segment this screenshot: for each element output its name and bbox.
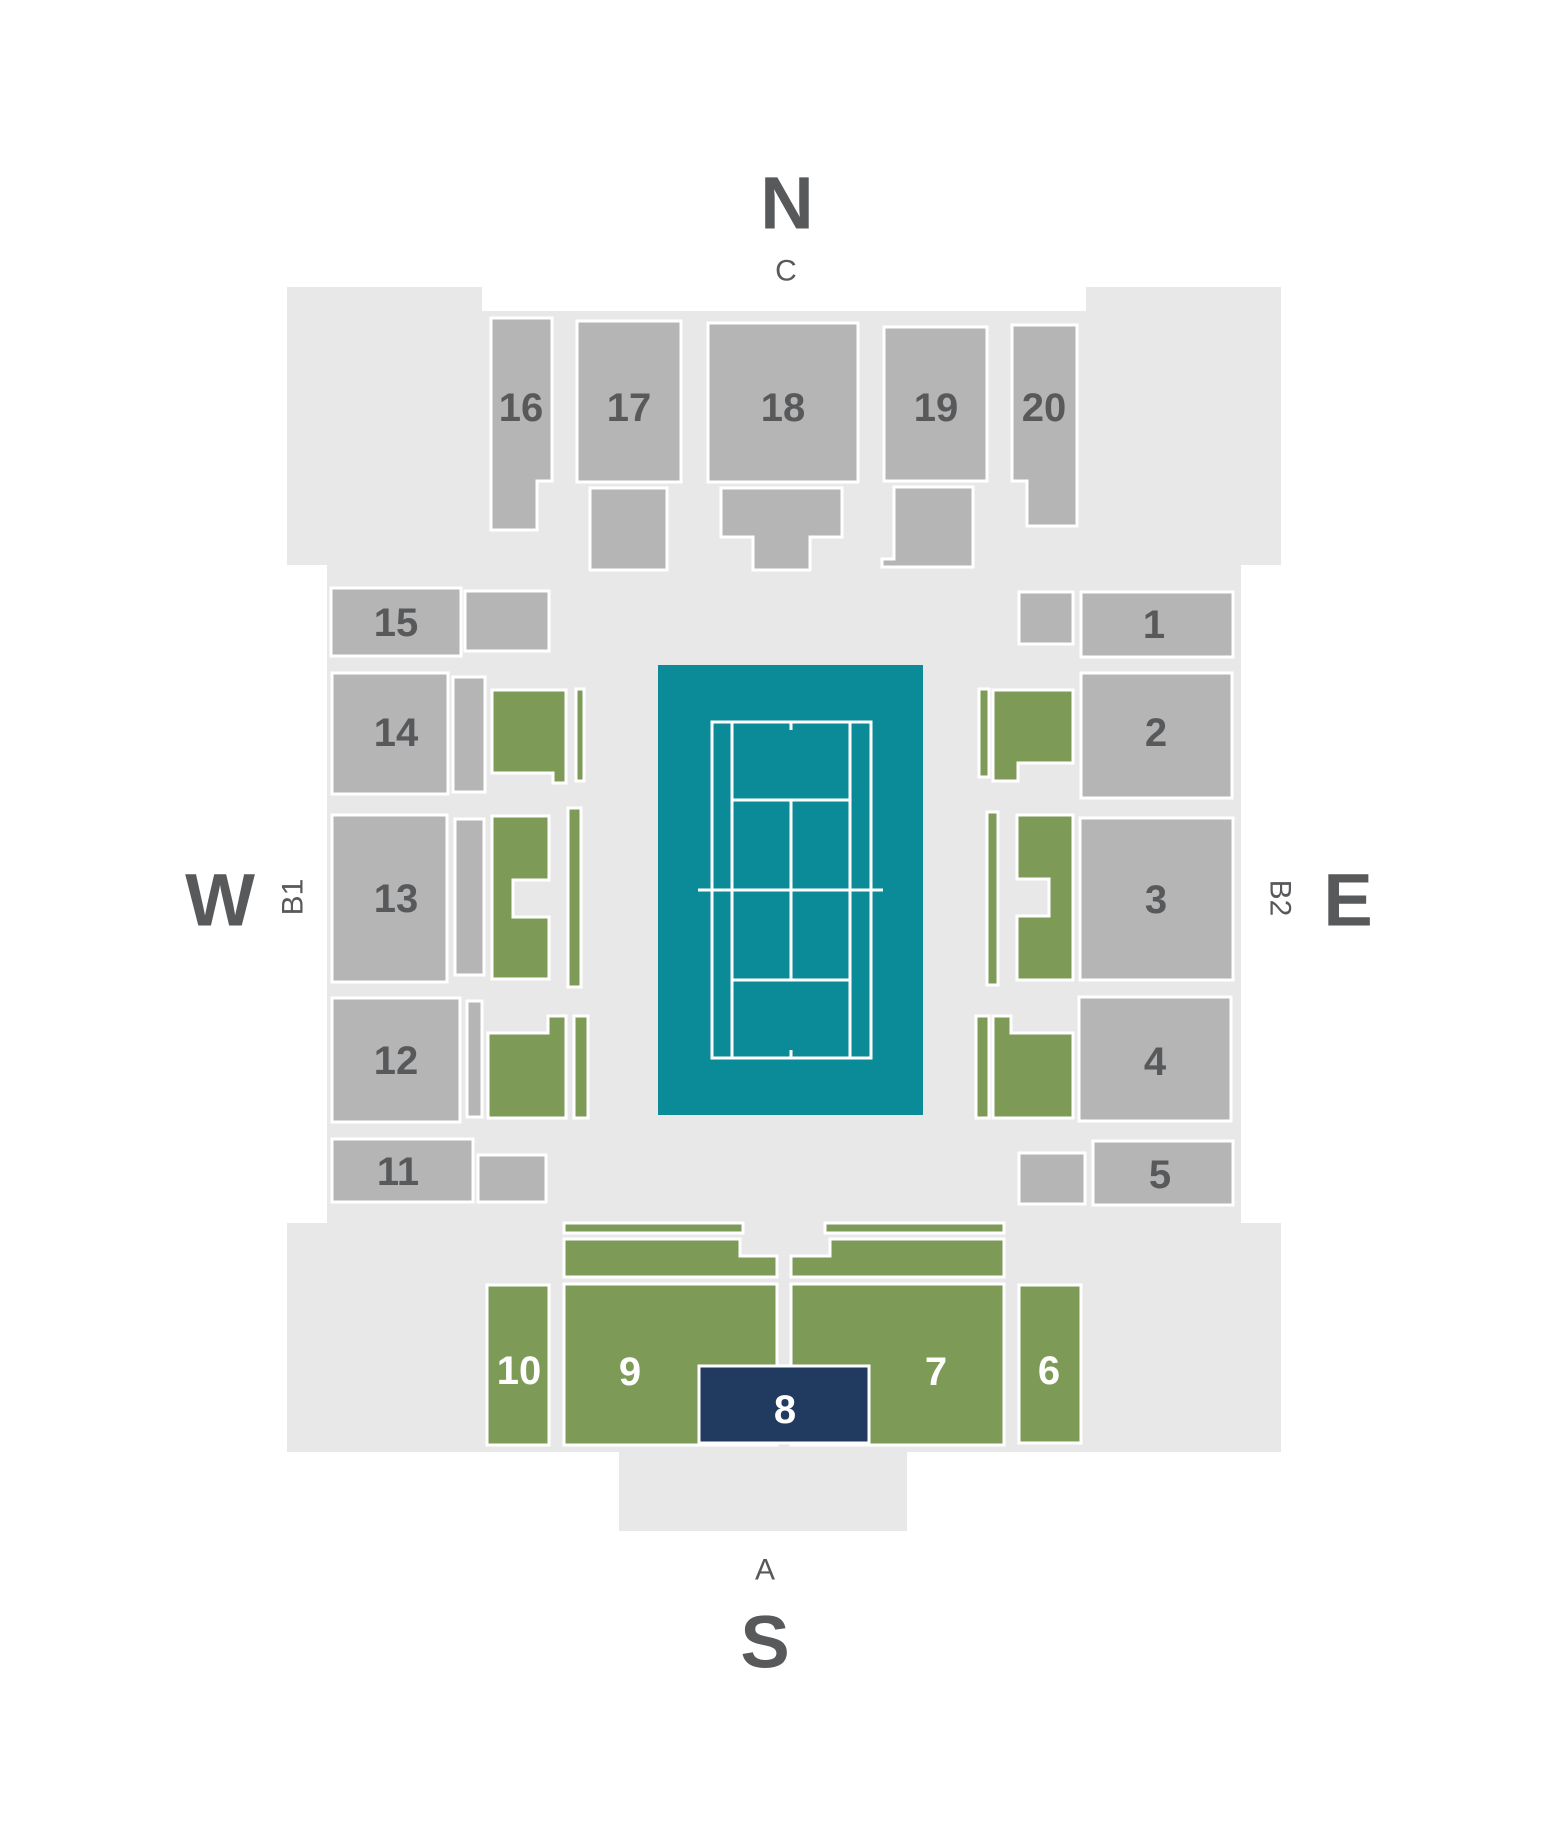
section-17[interactable]	[575, 319, 683, 484]
section-19-label: 19	[914, 386, 959, 430]
section-18[interactable]	[706, 321, 860, 484]
section-7-label: 7	[925, 1350, 947, 1394]
courtside-sliver-west-mid[interactable]	[566, 806, 583, 989]
section-1-label: 1	[1143, 603, 1165, 647]
gate-c-label: C	[775, 255, 797, 288]
tennis-court	[658, 665, 923, 1115]
section-4[interactable]	[1077, 995, 1233, 1123]
section-20-label: 20	[1022, 386, 1067, 430]
section-13[interactable]	[330, 813, 449, 984]
courtside-sliver-east-bottom[interactable]	[974, 1014, 991, 1120]
courtside-box-east-top[interactable]	[991, 688, 1075, 783]
section-4-label: 4	[1144, 1040, 1167, 1084]
section-19[interactable]	[882, 325, 989, 483]
section-10[interactable]	[485, 1283, 551, 1447]
courtside-sliver-east-top[interactable]	[977, 687, 991, 779]
section-8-label: 8	[774, 1388, 796, 1432]
section-8[interactable]	[697, 1364, 871, 1445]
annex-block-19	[880, 485, 975, 569]
section-11[interactable]	[330, 1137, 475, 1204]
section-10-label: 10	[497, 1349, 542, 1393]
annex-column-14	[451, 675, 487, 794]
courtside-sliver-east-mid[interactable]	[985, 810, 1000, 987]
courtside-sliver-west-top[interactable]	[574, 687, 586, 783]
section-6[interactable]	[1017, 1283, 1083, 1445]
courtside-sliver-west-bottom[interactable]	[572, 1014, 590, 1120]
annex-block-11	[476, 1153, 548, 1204]
south-terrace-strip-left-2[interactable]	[562, 1237, 779, 1279]
south-terrace-strip-left-1[interactable]	[562, 1221, 745, 1235]
section-3-label: 3	[1145, 878, 1167, 922]
annex-block-17	[588, 486, 669, 572]
section-16[interactable]	[489, 316, 554, 532]
section-15[interactable]	[329, 586, 463, 658]
section-16-label: 16	[499, 386, 544, 430]
annex-block-18	[719, 486, 844, 572]
section-14[interactable]	[330, 671, 450, 796]
gate-b2-label: B2	[1264, 880, 1297, 917]
section-15-label: 15	[374, 601, 419, 645]
south-terrace-strip-right-2[interactable]	[789, 1237, 1006, 1279]
section-17-label: 17	[607, 386, 652, 430]
section-18-label: 18	[761, 386, 806, 430]
annex-column-13	[453, 817, 486, 977]
compass-east-label: E	[1323, 859, 1372, 942]
compass-north-label: N	[760, 162, 813, 245]
annex-block-5	[1017, 1151, 1087, 1206]
section-5[interactable]	[1091, 1139, 1235, 1207]
section-14-label: 14	[374, 711, 419, 755]
section-5-label: 5	[1149, 1153, 1171, 1197]
section-2[interactable]	[1079, 671, 1234, 800]
gate-b1-label: B1	[277, 879, 310, 916]
courtside-box-east-mid[interactable]	[1015, 813, 1075, 982]
courtside-box-west-bottom[interactable]	[486, 1014, 568, 1120]
courtside-box-west-mid[interactable]	[490, 814, 551, 981]
section-3[interactable]	[1078, 816, 1235, 982]
annex-block-15	[463, 589, 551, 653]
section-1[interactable]	[1079, 590, 1235, 659]
compass-south-label: S	[740, 1601, 789, 1684]
section-12-label: 12	[374, 1039, 419, 1083]
courtside-box-east-bottom[interactable]	[991, 1014, 1075, 1120]
court-lines	[698, 720, 883, 1060]
section-2-label: 2	[1145, 711, 1167, 755]
courtside-box-west-top[interactable]	[490, 688, 568, 785]
compass-west-label: W	[185, 859, 255, 942]
south-terrace-strip-right-1[interactable]	[823, 1221, 1006, 1235]
section-20[interactable]	[1010, 323, 1079, 528]
section-6-label: 6	[1038, 1349, 1060, 1393]
section-13-label: 13	[374, 877, 419, 921]
section-12[interactable]	[330, 996, 462, 1124]
gate-a-label: A	[755, 1554, 775, 1587]
annex-block-1	[1017, 590, 1075, 646]
section-9-label: 9	[619, 1350, 641, 1394]
annex-column-12	[465, 999, 484, 1119]
section-11-label: 11	[377, 1150, 419, 1194]
